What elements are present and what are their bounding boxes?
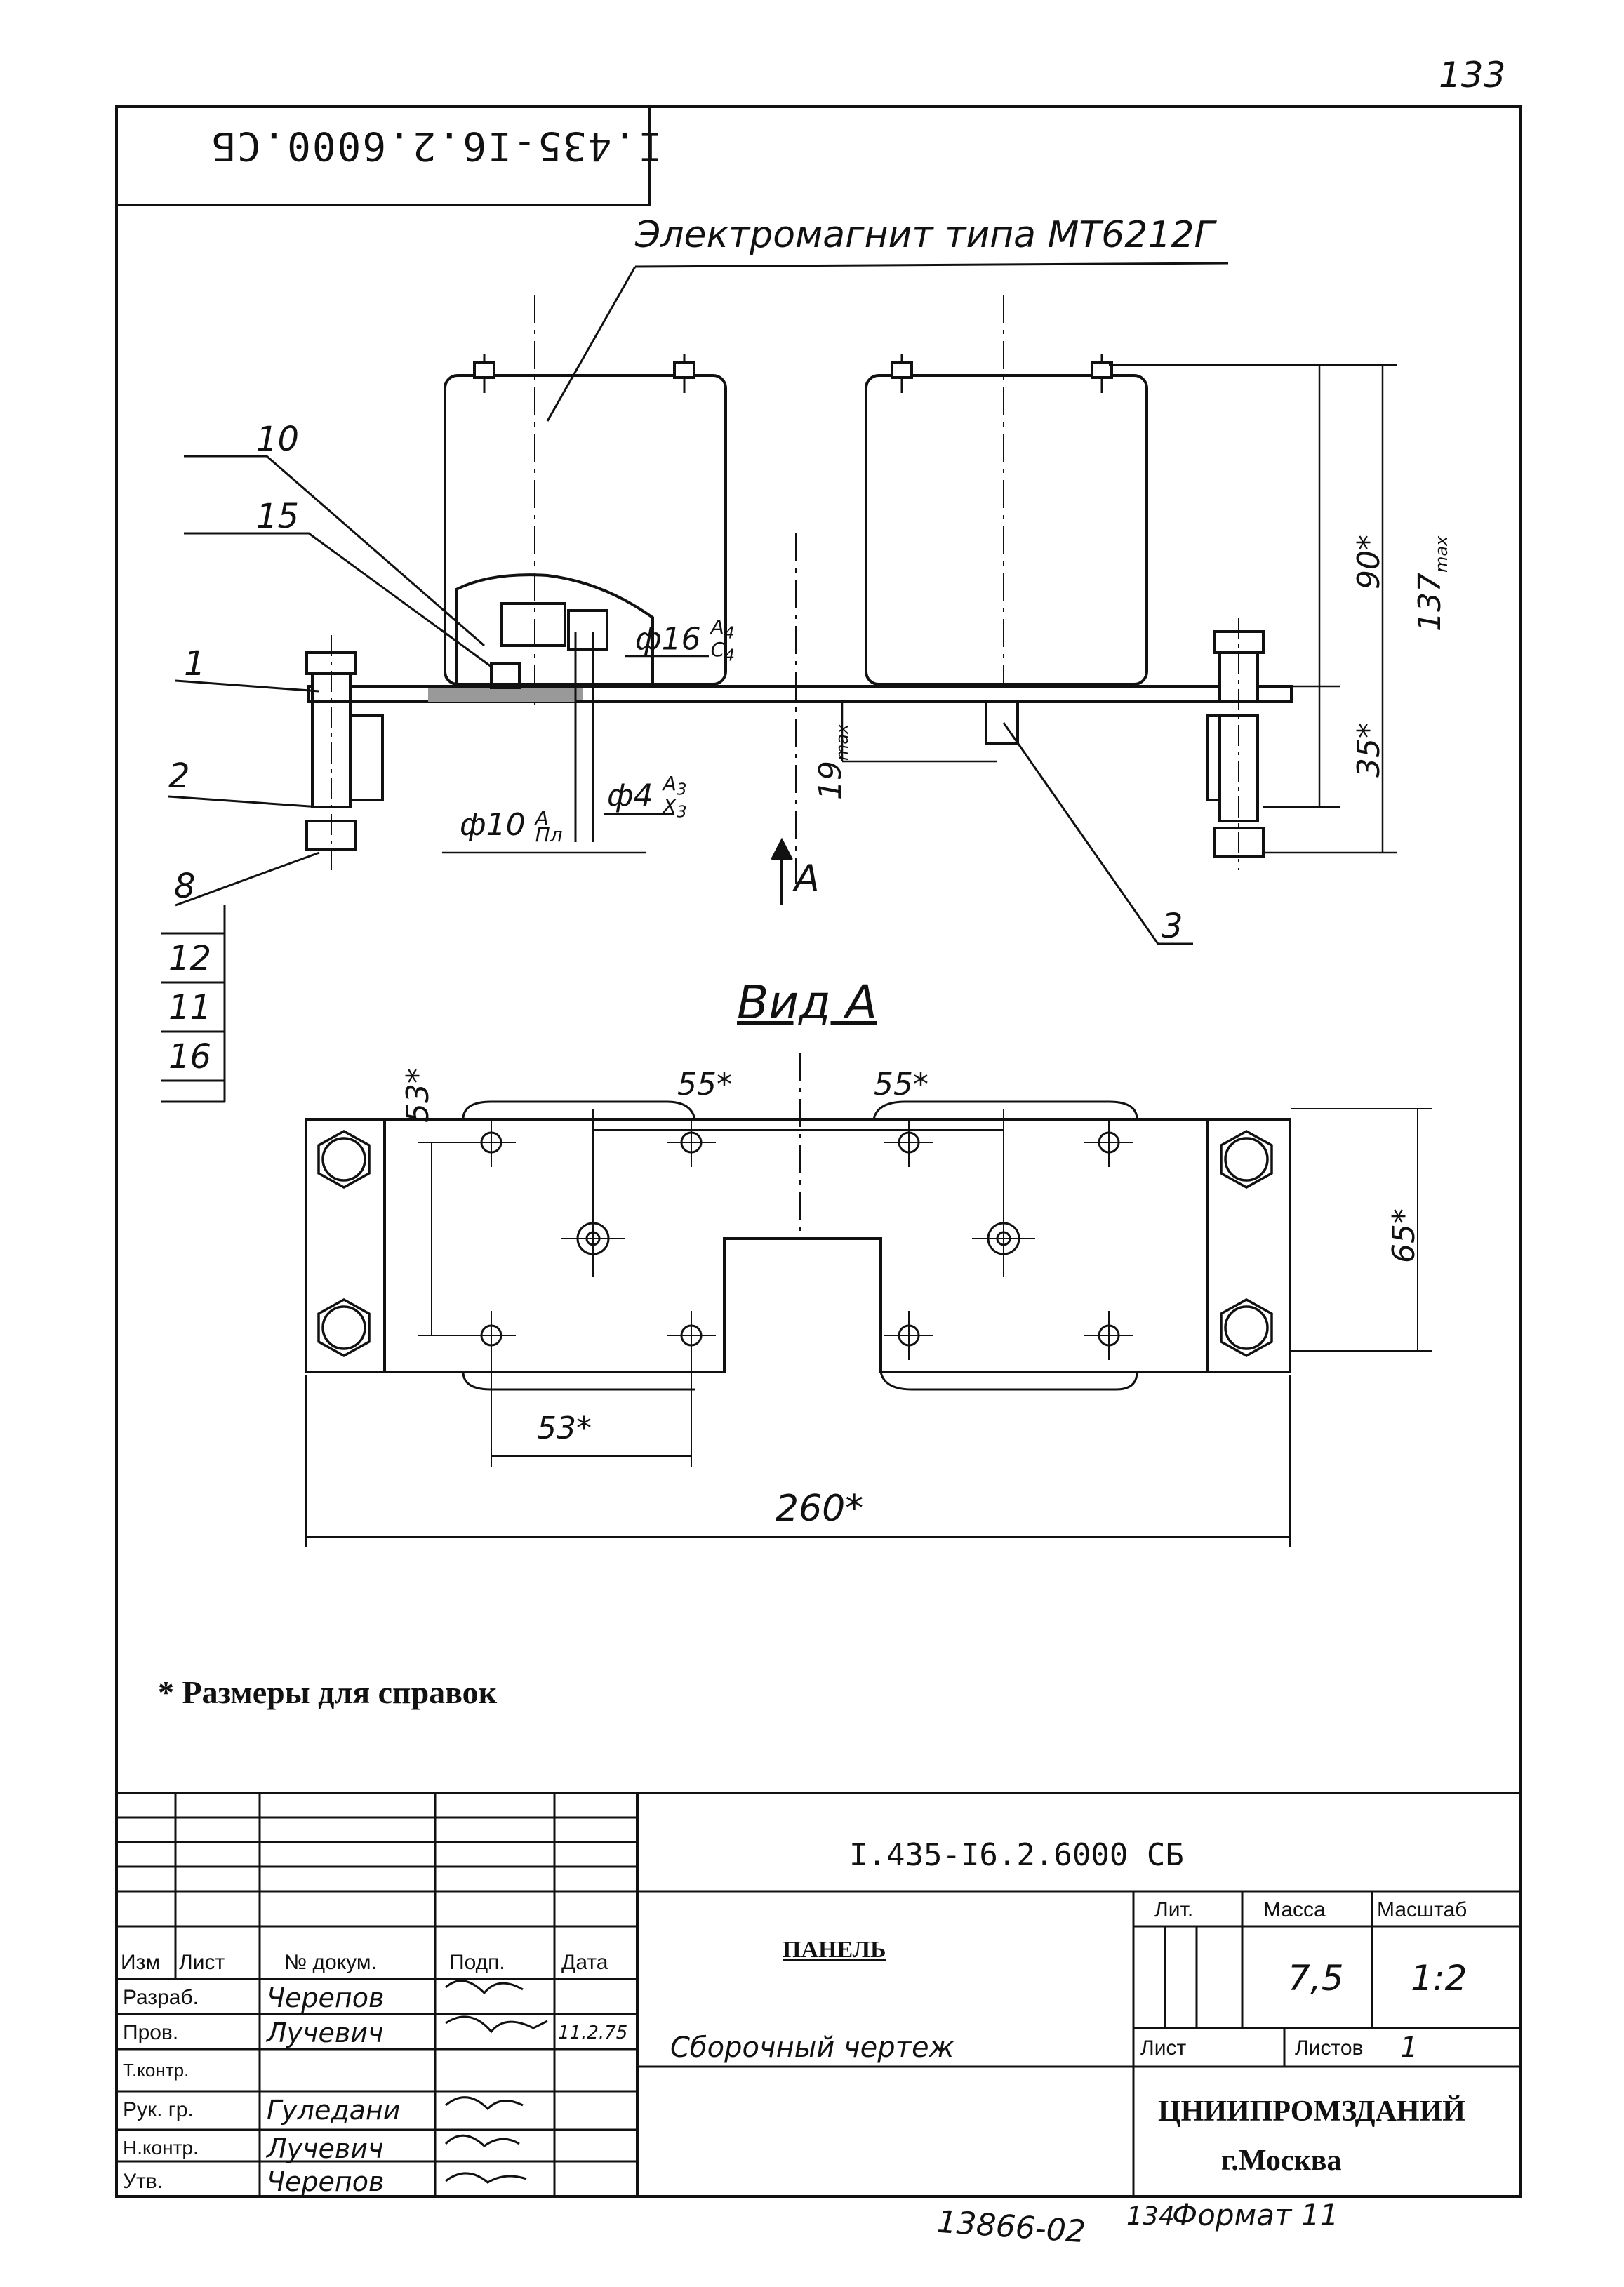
dim-bottom-spacing: 53* [537,1411,592,1446]
callout-8: 8 [174,867,196,906]
tb-lit-label: Лит. [1154,1898,1194,1921]
title-block-grid [117,1792,1520,2196]
magnet-label: Электромагнит типа МТ6212Г [635,214,1215,256]
dim-h19: 19max [813,724,852,800]
dim-d10-fit: A Пл [535,808,563,846]
callout-2: 2 [168,756,190,796]
tb-mass-label: Масса [1263,1898,1326,1921]
dim-d4: ф4 A3 X3 [607,772,687,822]
tb-name-norm-control: Лучевич [267,2133,384,2164]
tb-date-checker: 11.2.75 [558,2022,628,2043]
dim-d16-fit-sub-top: 4 [724,622,735,643]
dim-d10-fit-bottom: Пл [535,823,563,846]
dim-d16-symbol: ф16 [635,621,701,658]
callout-3: 3 [1162,907,1183,946]
tb-sheets: 1 [1400,2032,1418,2064]
signatures [444,1980,548,2184]
tb-header-izm: Изм [121,1951,160,1974]
tb-sheets-label: Листов [1295,2036,1364,2060]
dim-d16-fit-top: A [710,615,724,639]
tb-city: г.Москва [1221,2145,1342,2177]
format-label: Формат 11 [1172,2198,1339,2232]
dim-d4-fit-top: A [663,772,677,795]
tb-role-norm-control: Н.контр. [123,2137,199,2159]
tb-role-tech-control: Т.контр. [123,2060,189,2081]
tb-header-doc-no: № докум. [284,1951,377,1974]
stud-left [305,635,384,870]
dim-h137: 137max [1412,536,1451,632]
dim-h137-sub: max [1431,535,1451,573]
dim-d16-fit: A4 C4 [710,618,736,665]
dim-top-left: 55* [677,1067,732,1102]
tb-name: ПАНЕЛЬ [783,1937,886,1963]
dim-h19-value: 19 [813,761,848,800]
tb-header-date: Дата [561,1951,608,1974]
tb-role-group-lead: Рук. гр. [123,2098,194,2121]
tb-name-group-lead: Гуледани [267,2095,401,2126]
magnet-right [865,354,1148,686]
stamp-number: 134 [1126,2202,1175,2231]
callout-10: 10 [256,420,300,459]
dim-h35: 35* [1351,723,1387,778]
sheet-frame [115,105,1522,2198]
view-a-title: Вид А [737,975,877,1029]
tb-name-developer: Черепов [267,1982,385,2013]
tb-header-list: Лист [179,1951,225,1974]
dim-d16: ф16 A4 C4 [635,618,736,665]
dim-right-height: 65* [1386,1208,1422,1263]
callout-16: 16 [168,1037,212,1076]
dim-d4-fit: A3 X3 [663,772,687,822]
inverted-code-box [115,105,651,206]
dim-d16-fit-sub-bottom: 4 [724,645,736,665]
dim-h19-sub: max [832,724,852,761]
page-number: 133 [1439,55,1506,95]
callout-15: 15 [256,497,300,536]
tb-doc-type: Сборочный чертеж [670,2032,954,2064]
stud-right [1206,618,1265,870]
tb-designation: I.435-I6.2.6000 CБ [849,1837,1184,1873]
dim-d10: ф10 A Пл [460,807,563,846]
tb-name-approved: Черепов [267,2166,385,2197]
reference-note: * Размеры для справок [158,1674,498,1710]
view-arrow-label: A [794,858,820,900]
dim-d4-symbol: ф4 [607,778,653,814]
view-a-arrow [771,837,793,905]
callout-11: 11 [168,988,212,1027]
dim-h90: 90* [1351,535,1387,589]
magnet-left [444,354,727,686]
inverted-designation: I.435-I6.2.6000.CБ [211,123,662,168]
callout-12: 12 [168,939,212,978]
dim-d4-fit-bottom: X [663,794,677,818]
dim-top-right: 55* [874,1067,929,1102]
view-a-plate [305,1100,1291,1391]
dim-d4-fit-sub-top: 3 [676,779,687,799]
dim-left-height: 53* [400,1068,436,1123]
tb-role-checker: Пров. [123,2021,179,2044]
hex-bolts [317,1129,1273,1358]
tb-scale-label: Масштаб [1377,1898,1467,1921]
dim-overall-width: 260* [776,1488,864,1530]
tb-sheet-label: Лист [1140,2036,1187,2060]
dim-d10-symbol: ф10 [460,807,526,843]
dim-d16-fit-bottom: C [710,637,725,661]
dim-d4-fit-sub-bottom: 3 [676,801,687,822]
tb-header-sign: Подп. [449,1951,505,1974]
tb-role-developer: Разраб. [123,1986,199,2009]
callout-1: 1 [184,644,206,684]
dim-h137-value: 137 [1412,573,1448,632]
tb-role-approved: Утв. [123,2170,164,2193]
tb-scale: 1:2 [1411,1958,1467,1999]
tb-org: ЦНИИПРОМЗДАНИЙ [1158,2095,1465,2128]
tb-mass: 7,5 [1288,1958,1344,1999]
dim-d10-fit-top: A [535,806,549,829]
tb-name-checker: Лучевич [267,2018,384,2048]
